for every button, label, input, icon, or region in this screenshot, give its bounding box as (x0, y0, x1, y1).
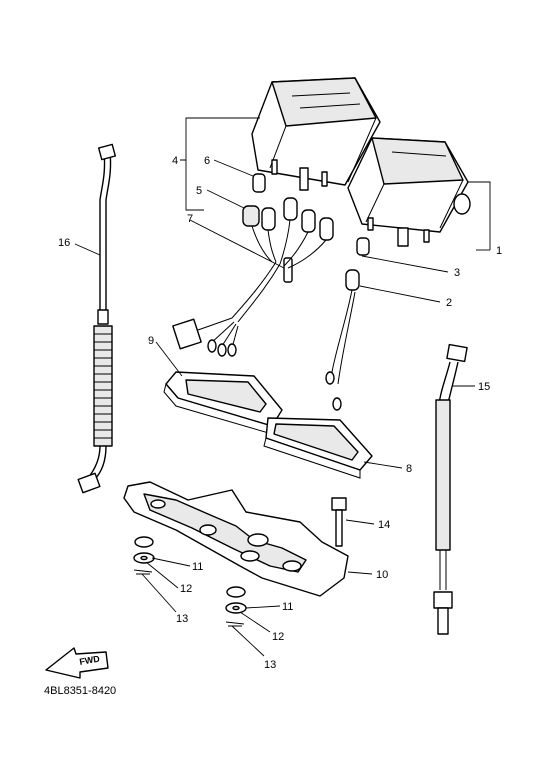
callout-12-left: 12 (180, 583, 192, 595)
tachometer-damper-gasket (263, 417, 373, 479)
callout-14: 14 (378, 519, 390, 531)
callout-6: 6 (204, 155, 210, 167)
fastener-set-left (133, 536, 155, 575)
wire-harness (172, 219, 356, 411)
meter-damper-gasket (163, 371, 283, 435)
catalog-code: 4BL8351-8420 (44, 685, 116, 697)
leader-lines (74, 117, 491, 657)
callout-11-left: 11 (192, 561, 203, 573)
callout-12-right: 12 (272, 631, 284, 643)
callout-15: 15 (478, 381, 490, 393)
callout-3: 3 (454, 267, 460, 279)
forward-direction-arrow-icon: FWD (45, 647, 109, 679)
callout-10: 10 (376, 569, 388, 581)
tachometer-assembly (347, 137, 471, 247)
tachometer-cable (433, 343, 468, 635)
bolt (331, 497, 347, 547)
meter-bracket (123, 481, 349, 597)
callout-2: 2 (446, 297, 452, 309)
callout-16: 16 (58, 237, 70, 249)
callout-13-left: 13 (176, 613, 188, 625)
callout-5: 5 (196, 185, 202, 197)
speedometer-cable (77, 143, 117, 494)
fwd-label: FWD (79, 653, 101, 666)
callout-1: 1 (496, 245, 502, 257)
speedometer-assembly (251, 77, 381, 191)
callout-9: 9 (148, 335, 154, 347)
callout-11-right: 11 (282, 601, 293, 613)
callout-4: 4 (172, 155, 178, 167)
callout-labels: 1 2 3 4 5 6 7 8 9 10 11 11 12 12 13 13 1… (58, 155, 502, 671)
fastener-set-right (225, 586, 247, 627)
callout-7: 7 (187, 213, 193, 225)
callout-13-right: 13 (264, 659, 276, 671)
bulb-sockets (242, 173, 370, 291)
callout-8: 8 (406, 463, 412, 475)
